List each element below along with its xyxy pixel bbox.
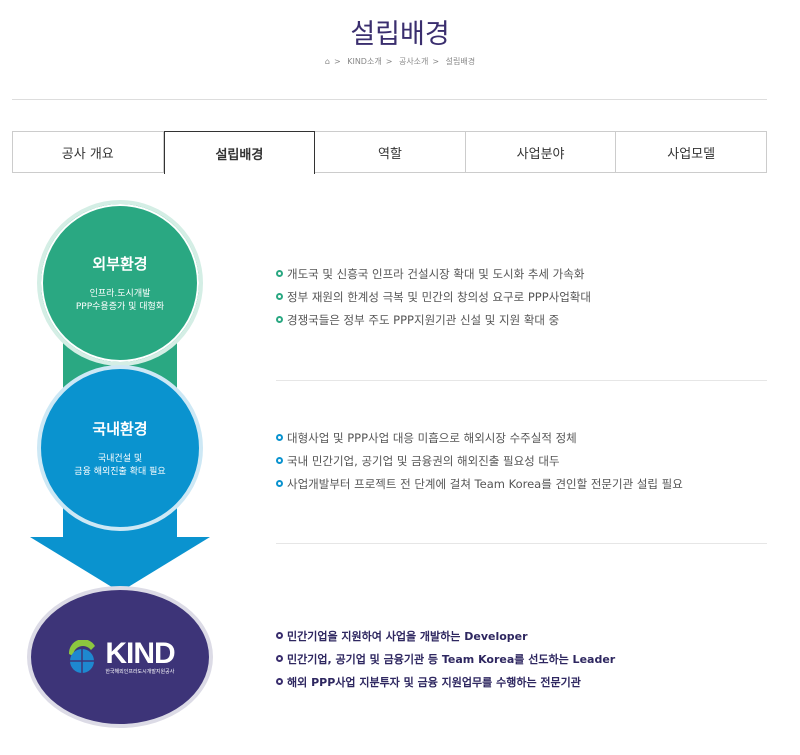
breadcrumb-item[interactable]: 공사소개 [398,57,429,66]
external-list: 개도국 및 신흥국 인프라 건설시장 확대 및 도시화 추세 가속화 정부 재원… [276,262,591,331]
bullet-icon [276,678,283,685]
bullet-icon [276,457,283,464]
divider [276,380,767,381]
bullet-icon [276,293,283,300]
bullet-icon [276,480,283,487]
circle-text: 국내건설 및 [97,453,143,464]
bullet-icon [276,270,283,277]
tab-business-model[interactable]: 사업모델 [616,132,767,172]
tab-bar: 공사 개요 설립배경 역할 사업분야 사업모델 [12,131,767,174]
globe-icon [69,640,96,673]
circle-text: 금융 해외진출 확대 필요 [74,466,166,477]
external-environment-circle: 외부환경 인프라.도시개발 PPP수용증가 및 대형화 [37,200,203,366]
bullet-icon [276,632,283,639]
tab-business-areas[interactable]: 사업분야 [466,132,617,172]
bullet-icon [276,316,283,323]
list-item: 개도국 및 신흥국 인프라 건설시장 확대 및 도시화 추세 가속화 [276,262,591,285]
list-item: 민간기업을 지원하여 사업을 개발하는 Developer [276,624,615,647]
bullet-icon [276,655,283,662]
logo-subtitle: 한국해외인프라도시개발지원공사 [105,668,175,675]
kind-list: 민간기업을 지원하여 사업을 개발하는 Developer 민간기업, 공기업 … [276,624,615,693]
breadcrumb-item[interactable]: 설립배경 [445,57,476,66]
domestic-environment-circle: 국내환경 국내건설 및 금융 해외진출 확대 필요 [37,365,203,531]
circle-text: PPP수용증가 및 대형화 [75,301,165,312]
home-icon[interactable]: ⌂ [324,57,330,66]
page-title: 설립배경 [350,19,450,50]
list-item: 민간기업, 공기업 및 금융기관 등 Team Korea를 선도하는 Lead… [276,647,615,670]
domestic-list: 대형사업 및 PPP사업 대응 미흡으로 해외시장 수주실적 정체 국내 민간기… [276,426,683,495]
tab-overview[interactable]: 공사 개요 [13,132,164,172]
list-item: 경쟁국들은 정부 주도 PPP지원기관 신설 및 지원 확대 중 [276,308,591,331]
circle-text: 인프라.도시개발 [89,288,151,299]
bullet-icon [276,434,283,441]
list-item: 해외 PPP사업 지분투자 및 금융 지원업무를 수행하는 전문기관 [276,670,615,693]
circle-title: 외부환경 [92,254,148,273]
list-item: 사업개발부터 프로젝트 전 단계에 걸쳐 Team Korea를 견인할 전문기… [276,472,683,495]
tab-background[interactable]: 설립배경 [163,131,316,174]
divider [12,99,767,100]
breadcrumb-item[interactable]: KIND소개 [347,57,382,66]
breadcrumb: ⌂> KIND소개> 공사소개> 설립배경 [324,57,476,66]
logo-text: KIND [105,636,175,670]
circle-title: 국내환경 [92,419,148,438]
tab-role[interactable]: 역할 [315,132,466,172]
list-item: 정부 재원의 한계성 극복 및 민간의 창의성 요구로 PPP사업확대 [276,285,591,308]
list-item: 대형사업 및 PPP사업 대응 미흡으로 해외시장 수주실적 정체 [276,426,683,449]
divider [276,543,767,544]
list-item: 국내 민간기업, 공기업 및 금융권의 해외진출 필요성 대두 [276,449,683,472]
arrow-down-icon [30,537,210,592]
